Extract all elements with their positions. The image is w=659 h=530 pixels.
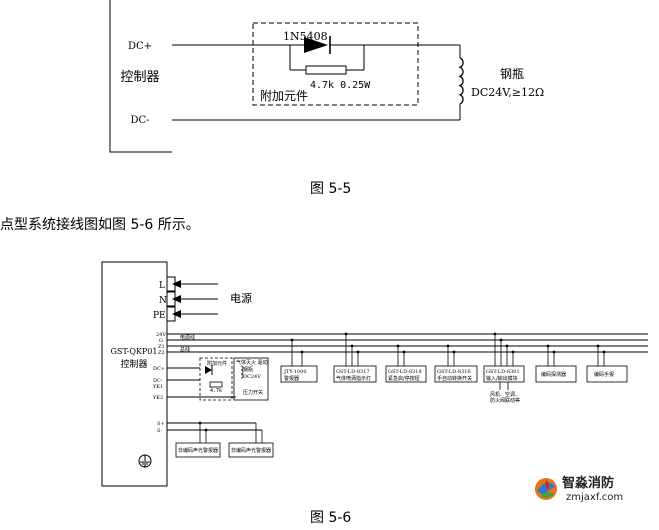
device-coded-detector: 编码探测器 xyxy=(535,344,577,383)
caption-5-6: 图 5-6 xyxy=(310,510,351,526)
dev7-name: 编码手报 xyxy=(594,371,614,378)
addon-box-small xyxy=(199,357,233,401)
watermark-url: zmjaxf.com xyxy=(566,492,623,503)
addon-dashed-box xyxy=(252,22,419,106)
res-small-label: 4.7k xyxy=(210,388,222,394)
term-dc-plus: DC+ xyxy=(153,366,165,372)
term-s-plus: S+ xyxy=(157,421,165,427)
dc-plus-label: DC+ xyxy=(128,41,152,52)
label-N: N xyxy=(159,296,167,306)
device-gst-ld-8317: GST-LD-8317 气体喷洒指示灯 xyxy=(333,332,377,383)
sounder-1-label: 非编码声光警报器 xyxy=(178,447,218,454)
term-dc-minus: DC- xyxy=(153,378,163,384)
dev5-name: 输入/输出模块 xyxy=(486,375,518,382)
dev2-model: GST-LD-8317 xyxy=(336,369,370,375)
dev4-name: 手自动转换开关 xyxy=(437,375,472,382)
ground-icon xyxy=(138,454,152,468)
controller-name: 控制器 xyxy=(120,358,147,370)
diode-small-icon xyxy=(205,366,212,374)
diode-label: 1N5408 xyxy=(283,30,328,43)
device-coded-call-point: 编码手报 xyxy=(586,344,628,383)
term-24v: 24V xyxy=(156,332,166,338)
dev2-name: 气体喷洒指示灯 xyxy=(336,375,371,382)
term-s-minus: S- xyxy=(157,428,163,434)
watermark-logo: 智淼消防 zmjaxf.com xyxy=(535,475,623,503)
resistor-small-icon xyxy=(209,381,223,388)
bottle-label: 钢瓶 xyxy=(500,67,524,81)
label-PE: PE xyxy=(153,311,166,321)
device-gst-ld-8301: GST-LD-8301 输入/输出模块 风机、空调、 防火阀联动等 xyxy=(483,332,525,404)
term-yk2: YK2 xyxy=(152,395,163,401)
dev4-model: GST-LD-8316 xyxy=(437,369,471,375)
sounder-1: 非编码声光警报器 xyxy=(175,421,221,458)
term-z2: Z2 xyxy=(158,350,165,356)
dev6-name: 编码探测器 xyxy=(541,371,566,378)
bottle-spec-label: DC24V,≥12Ω xyxy=(471,86,544,99)
addon-label-small: 附加元件 xyxy=(207,360,227,367)
gas-drive-box xyxy=(233,357,269,401)
pressure-switch-label: 压力开关 xyxy=(243,389,263,396)
body-paragraph: 点型系统接线图如图 5-6 所示。 xyxy=(0,216,200,233)
dev5-model: GST-LD-8301 xyxy=(486,369,520,375)
resistor-label: 4.7k 0.25W xyxy=(310,80,371,91)
power-source-label: 电源 xyxy=(230,291,252,305)
bottle-small-spec: DC24V xyxy=(243,374,261,380)
dc-minus-label: DC- xyxy=(130,115,149,126)
controller-model: GST-QKP01 xyxy=(111,347,158,356)
flame-logo-icon xyxy=(535,478,557,500)
power-arrows xyxy=(172,280,218,318)
device-gst-ld-8316: GST-LD-8316 手自动转换开关 xyxy=(434,344,478,383)
controller-panel xyxy=(101,261,168,487)
addon-label: 附加元件 xyxy=(260,89,308,103)
dev1-name: 警报器 xyxy=(284,375,299,382)
dev1-model: JTY-1000 xyxy=(283,369,307,375)
sounder-2: 非编码声光警报器 xyxy=(228,423,274,458)
watermark-name: 智淼消防 xyxy=(562,475,614,491)
bus-loop-label: 总线 xyxy=(180,346,190,353)
term-yk1: YK1 xyxy=(152,384,163,390)
controller-label: 控制器 xyxy=(120,70,159,85)
solenoid-coil-icon xyxy=(458,57,464,105)
caption-5-5: 图 5-5 xyxy=(310,181,351,197)
dev3-model: GST-LD-8318 xyxy=(388,369,422,375)
term-g: G xyxy=(159,338,163,344)
dev5-note-2: 防火阀联动等 xyxy=(490,397,520,404)
diode-icon xyxy=(304,36,331,54)
resistor-icon xyxy=(305,65,347,75)
device-gst-ld-8318: GST-LD-8318 紧急启/停按钮 xyxy=(385,344,427,383)
bottle-small-label: 钢瓶 xyxy=(243,366,253,373)
device-jty-1000: JTY-1000 警报器 xyxy=(280,338,318,383)
coil-small-icon xyxy=(240,365,244,379)
term-z1: Z1 xyxy=(158,344,165,350)
dev5-note-1: 风机、空调、 xyxy=(490,391,520,398)
dev3-name: 紧急启/停按钮 xyxy=(388,375,420,382)
controller-box-outline xyxy=(109,0,172,153)
sounder-2-label: 非编码声光警报器 xyxy=(231,447,271,454)
valve-box-label: 气体灭火 驱动 xyxy=(236,359,268,366)
figure-5-6: GST-QKP01 控制器 L N PE 电源 24V G Z1 xyxy=(101,261,648,526)
bus-power-label: 电源线 xyxy=(180,334,195,341)
label-L: L xyxy=(159,281,165,291)
figure-5-5: DC+ 控制器 DC- 1N5408 4.7k 0.25W 附加元件 钢瓶 DC… xyxy=(109,0,544,197)
